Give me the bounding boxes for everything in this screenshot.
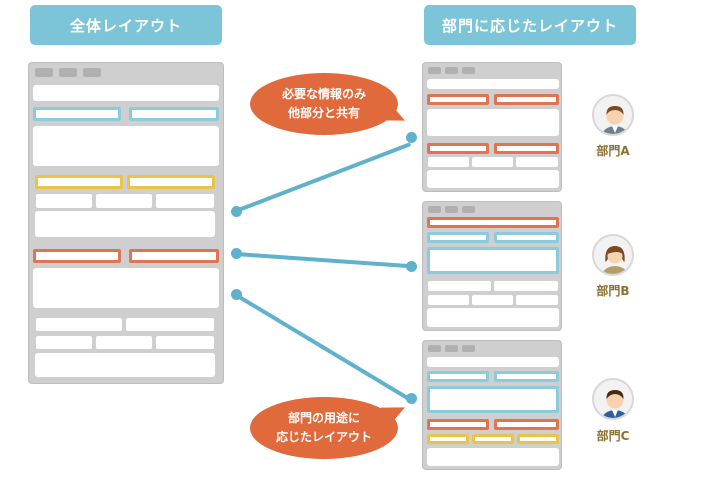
grid-content-panel: [427, 308, 559, 327]
female-avatar-icon: [592, 234, 634, 276]
bubble-top-line-1: 必要な情報のみ: [281, 87, 366, 101]
red-section-left: [427, 94, 489, 105]
red-section-left: [33, 249, 121, 263]
window-tab-1: [428, 206, 441, 213]
connector-node-left-2: [231, 248, 242, 259]
grid-cell-1: [427, 280, 492, 292]
header-panel: [427, 79, 559, 89]
grid-cell-2: [125, 317, 215, 332]
grid-content-panel: [35, 353, 215, 377]
window-tab-2: [445, 67, 458, 74]
male-suit-avatar-icon: [592, 378, 634, 420]
department-c-label: 部門C: [596, 429, 630, 443]
grid-cell-3: [35, 335, 93, 350]
connector-to-dept-b: [235, 252, 414, 269]
window-tab-2: [445, 345, 458, 352]
red-section-right-2: [494, 143, 559, 154]
yellow-section-1: [427, 434, 469, 444]
department-b-label: 部門B: [596, 284, 630, 298]
grid-cell-2: [493, 280, 559, 292]
grid-cell-3: [515, 156, 559, 168]
red-section-right: [494, 419, 559, 430]
overall-layout-window: [28, 62, 224, 384]
grid-cell-4: [95, 335, 153, 350]
yellow-section-3: [517, 434, 559, 444]
window-tab-1: [428, 67, 441, 74]
window-tab-2: [59, 68, 77, 77]
window-tab-3: [462, 345, 475, 352]
blue-content-panel: [427, 386, 559, 413]
yellow-section-left: [35, 175, 123, 189]
window-tab-1: [428, 345, 441, 352]
grid-cell-2: [471, 156, 514, 168]
connector-node-right-3: [406, 393, 417, 404]
red-section-right: [494, 94, 559, 105]
yellow-section-2: [472, 434, 514, 444]
connector-node-left-1: [231, 206, 242, 217]
dept-b-window: [422, 201, 562, 331]
window-tab-3: [83, 68, 101, 77]
window-tab-3: [462, 67, 475, 74]
blue-section-right: [129, 107, 219, 121]
yellow-cell-3: [155, 193, 215, 209]
blue-section-left: [427, 232, 489, 243]
red-section-left-2: [427, 143, 489, 154]
overall-layout-header: 全体レイアウト: [30, 5, 222, 45]
yellow-section-right: [127, 175, 215, 189]
red-section-left: [427, 419, 489, 430]
connector-to-dept-a: [235, 142, 412, 213]
yellow-content-panel: [35, 211, 215, 237]
bubble-dept-layout: 部門の用途に 応じたレイアウト: [250, 397, 398, 459]
connector-node-left-3: [231, 289, 242, 300]
bubble-shared-info: 必要な情報のみ 他部分と共有: [250, 73, 398, 135]
grid-content-panel: [427, 448, 559, 466]
grid-cell-4: [471, 294, 514, 306]
blue-content-panel: [33, 126, 219, 166]
bubble-top-line-2: 他部分と共有: [287, 106, 360, 120]
connector-node-right-2: [406, 261, 417, 272]
grid-cell-5: [155, 335, 215, 350]
blue-content-panel: [427, 247, 559, 274]
blue-section-left: [33, 107, 121, 121]
grid-cell-5: [515, 294, 559, 306]
connector-node-right-1: [406, 132, 417, 143]
red-content-panel: [427, 109, 559, 136]
male-avatar-icon: [592, 94, 634, 136]
grid-content-panel: [427, 170, 559, 188]
bubble-bottom-line-2: 応じたレイアウト: [275, 430, 372, 444]
bubble-bottom-line-1: 部門の用途に: [287, 411, 360, 425]
dept-a-window: [422, 62, 562, 192]
window-tab-1: [35, 68, 53, 77]
blue-section-right: [494, 232, 559, 243]
blue-section-right: [494, 371, 559, 382]
connector-to-dept-c: [234, 293, 412, 402]
red-header-bar: [427, 217, 559, 228]
yellow-cell-2: [95, 193, 153, 209]
header-panel: [427, 357, 559, 367]
grid-cell-3: [427, 294, 470, 306]
grid-cell-1: [427, 156, 470, 168]
red-content-panel: [33, 268, 219, 308]
department-layout-header: 部門に応じたレイアウト: [424, 5, 636, 45]
header-panel: [33, 85, 219, 101]
red-section-right: [129, 249, 219, 263]
dept-c-window: [422, 340, 562, 470]
department-a-label: 部門A: [596, 144, 630, 158]
grid-cell-1: [35, 317, 123, 332]
yellow-cell-1: [35, 193, 93, 209]
blue-section-left: [427, 371, 489, 382]
window-tab-3: [462, 206, 475, 213]
window-tab-2: [445, 206, 458, 213]
